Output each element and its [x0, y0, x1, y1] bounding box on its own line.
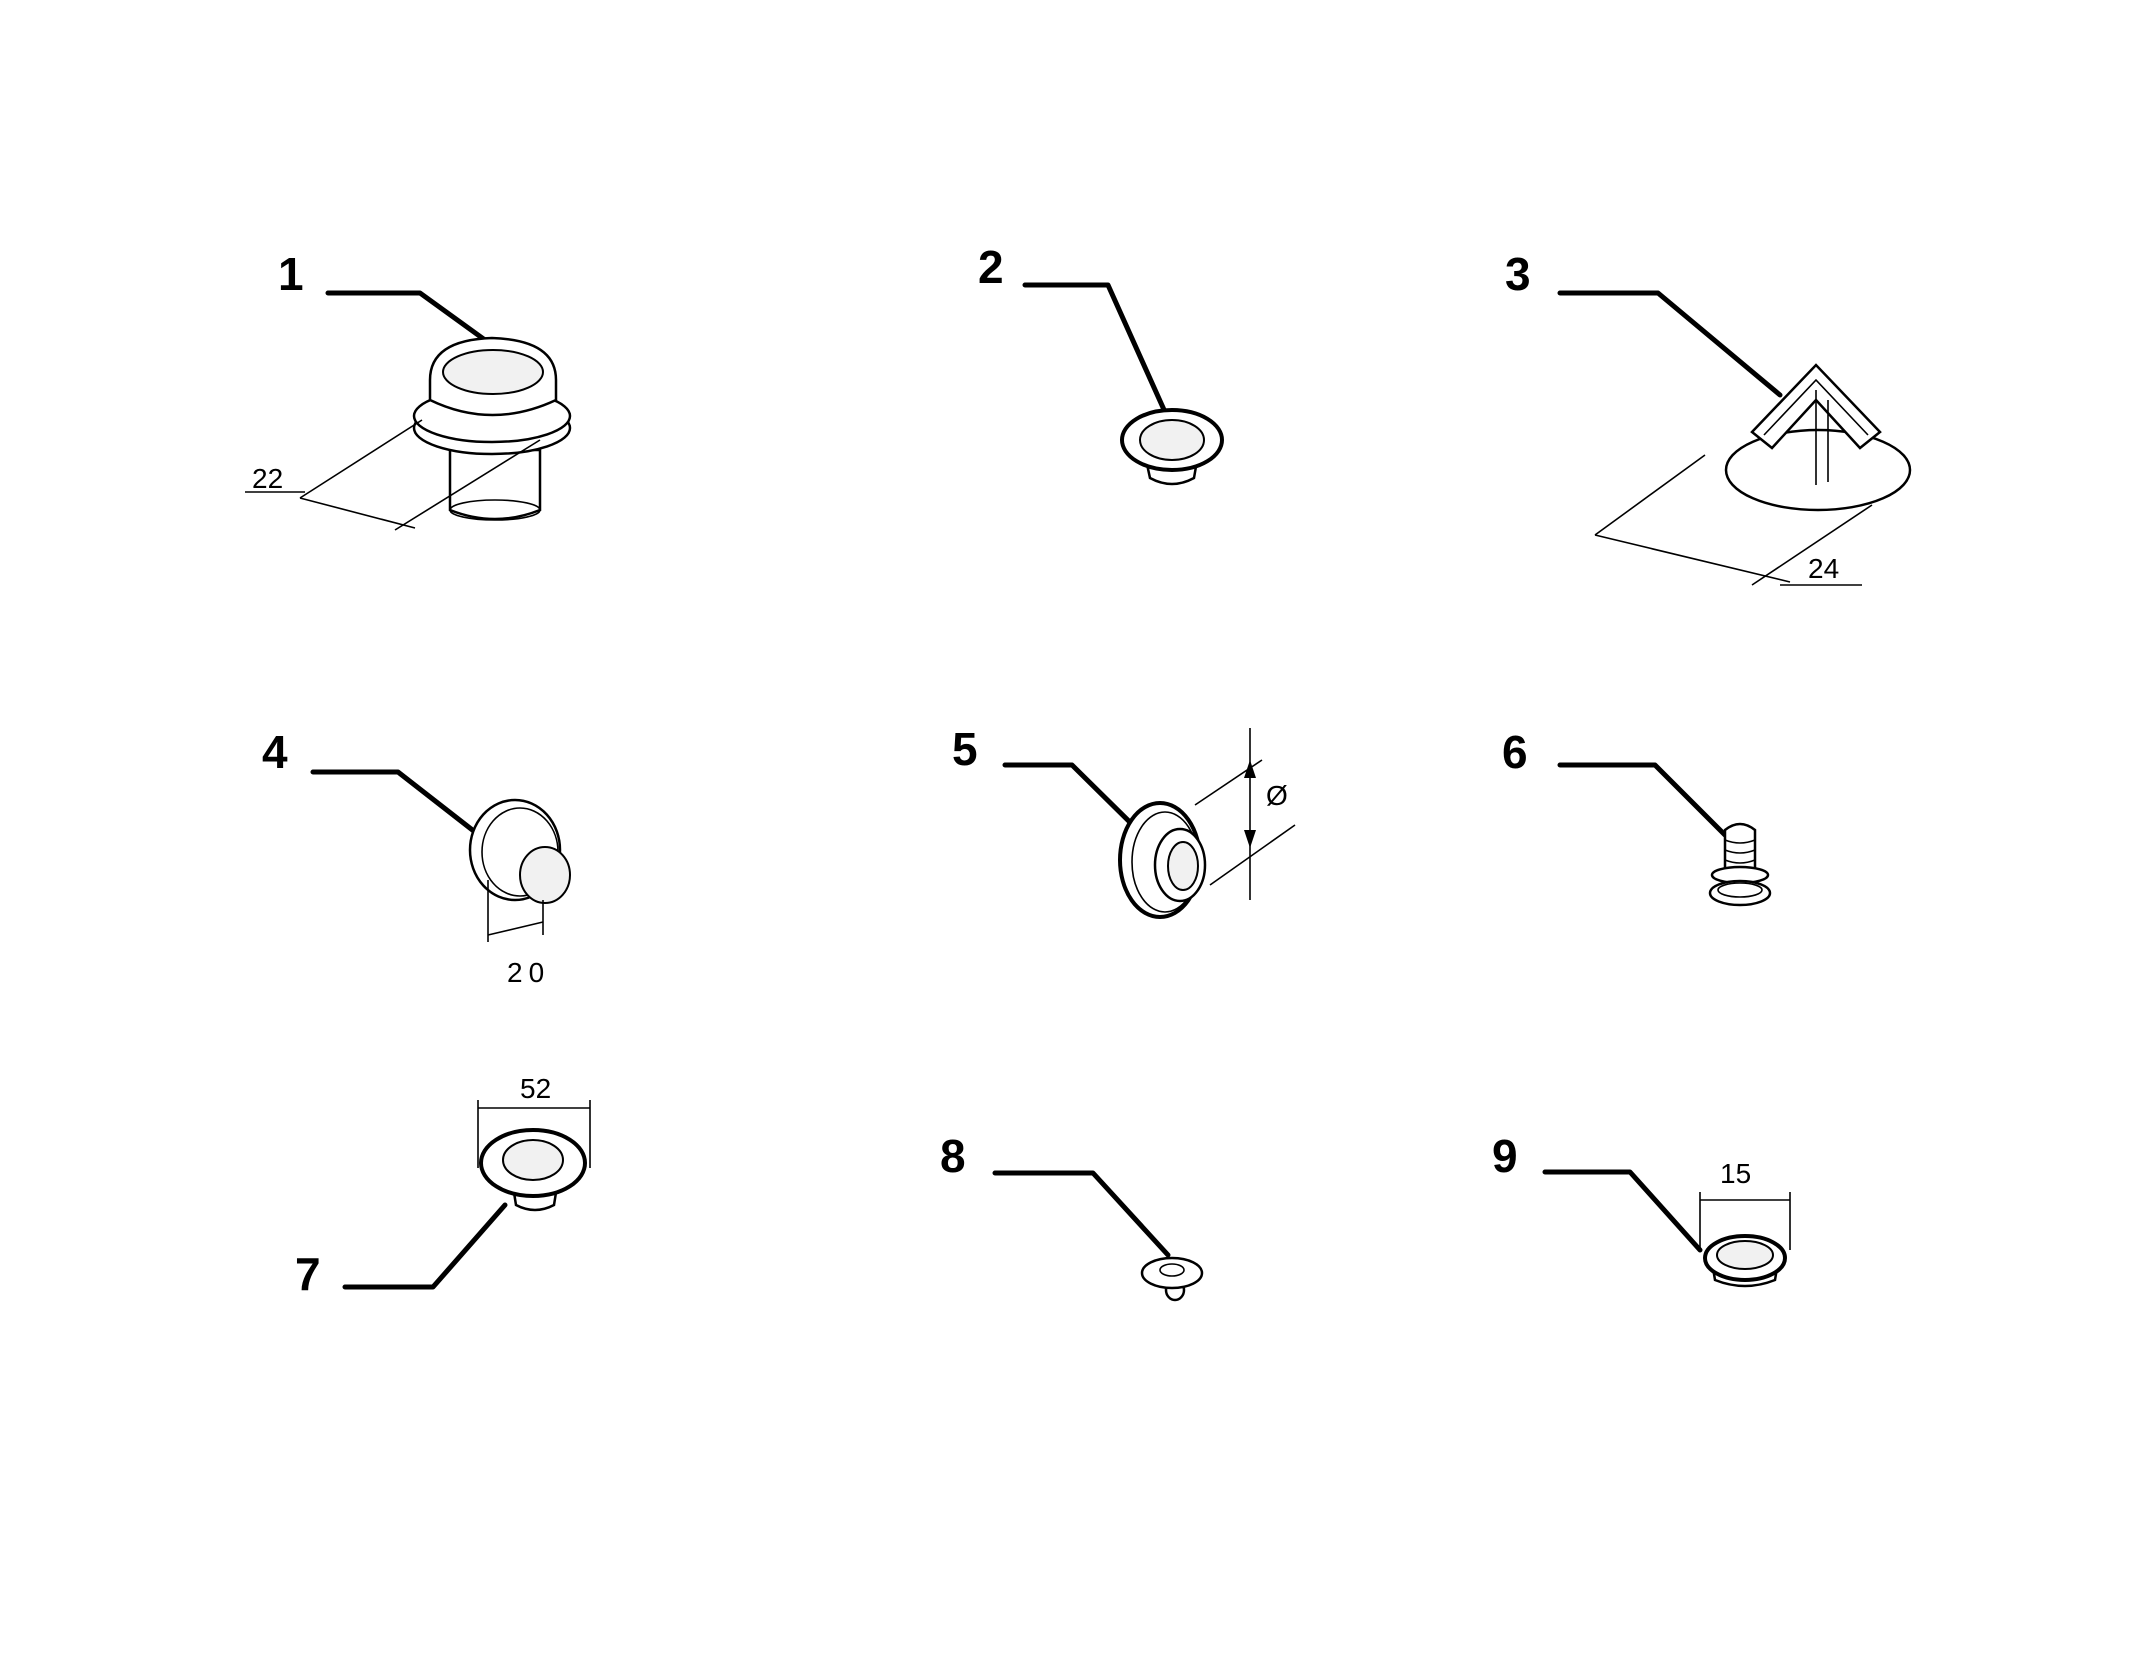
- leader-line-4: [310, 769, 478, 835]
- leader-line-3: [1557, 290, 1783, 398]
- part-3-arrow-inner: [1763, 378, 1869, 436]
- part-5-bore: [1167, 841, 1199, 891]
- part-3-arrow-head: [1750, 363, 1882, 450]
- part-1-shank-bottom: [449, 499, 541, 521]
- part-5-dim-label: Ø: [1266, 780, 1288, 811]
- part-5-arrow-down: [1244, 830, 1256, 848]
- part-7-cap: [502, 1139, 564, 1181]
- part-1-dim-ext-a: [299, 419, 423, 499]
- part-6: 6: [1502, 726, 1772, 907]
- leader-line-7: [342, 1202, 508, 1290]
- part-3-dim-label: 24: [1808, 553, 1839, 584]
- part-6-threads: [1724, 839, 1756, 864]
- callout-3: 3: [1505, 248, 1531, 300]
- part-3-dim-ext-a: [1594, 454, 1706, 536]
- callout-7: 7: [295, 1248, 321, 1300]
- part-4-dome: [519, 846, 571, 904]
- part-8-head: [1140, 1256, 1204, 1290]
- part-1-dim-label: 22: [252, 463, 283, 494]
- part-8-head-center: [1159, 1263, 1185, 1277]
- part-1-cap-top: [442, 349, 544, 395]
- part-2: 2: [978, 241, 1224, 486]
- callout-1: 1: [278, 248, 304, 300]
- part-3-dim-line: [1594, 534, 1791, 583]
- callout-8: 8: [940, 1130, 966, 1182]
- part-6-thread-body: [1723, 822, 1757, 874]
- part-5-dim-ext-b: [1209, 824, 1296, 886]
- callout-6: 6: [1502, 726, 1528, 778]
- part-6-head-ring: [1717, 882, 1763, 898]
- part-4-dim-label: 20: [507, 957, 550, 988]
- callout-2: 2: [978, 241, 1004, 293]
- callout-5: 5: [952, 723, 978, 775]
- part-2-cap: [1139, 419, 1205, 461]
- part-9-dim-label: 15: [1720, 1158, 1751, 1189]
- part-5: 5 Ø: [952, 723, 1296, 919]
- part-7: 52 7: [295, 1073, 591, 1300]
- part-4-dim-line: [487, 921, 544, 936]
- part-1: 1 22: [245, 248, 572, 531]
- part-1-shank: [448, 448, 542, 521]
- part-9: 9 15: [1492, 1130, 1791, 1288]
- part-3: 3 24: [1505, 248, 1912, 586]
- part-7-dim-label: 52: [520, 1073, 551, 1104]
- part-1-dim-ext-b: [394, 439, 541, 531]
- leader-line-5: [1002, 762, 1151, 843]
- part-6-head: [1708, 879, 1772, 907]
- callout-4: 4: [262, 726, 288, 778]
- part-3-dim-ext-b: [1751, 504, 1873, 586]
- leader-line-9: [1542, 1169, 1703, 1253]
- callout-9: 9: [1492, 1130, 1518, 1182]
- leader-line-1: [325, 290, 488, 343]
- part-8: 8: [940, 1130, 1204, 1302]
- part-5-arrow-up: [1244, 760, 1256, 778]
- leader-line-2: [1022, 282, 1168, 415]
- leader-line-8: [992, 1170, 1171, 1258]
- part-3-base: [1724, 428, 1912, 512]
- part-9-cap: [1716, 1240, 1774, 1270]
- part-4: 4 20: [262, 726, 571, 988]
- leader-line-6: [1557, 762, 1728, 838]
- part-1-dim-line: [299, 497, 416, 529]
